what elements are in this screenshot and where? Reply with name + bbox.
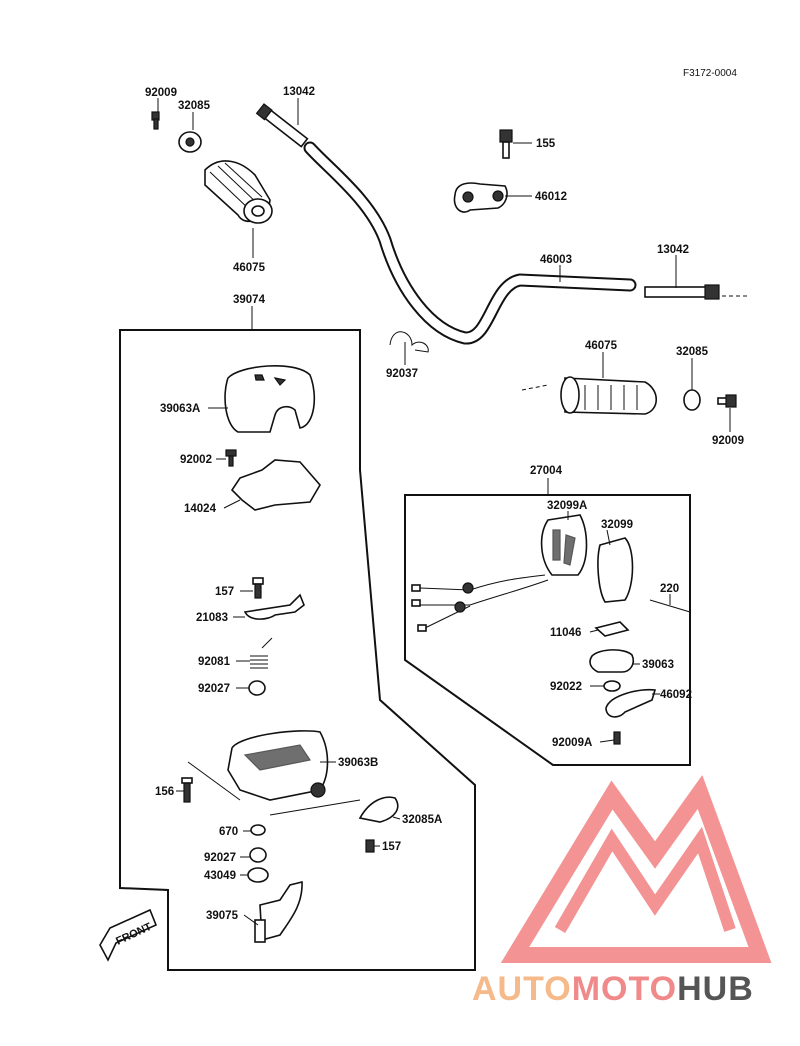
label-92002: 92002 bbox=[180, 454, 212, 466]
label-32099: 32099 bbox=[601, 519, 633, 531]
label-670: 670 bbox=[219, 826, 238, 838]
label-39063A: 39063A bbox=[160, 403, 200, 415]
switch-assembly-27004 bbox=[411, 514, 634, 632]
screw-220 bbox=[649, 599, 691, 613]
housing-39063B bbox=[227, 730, 329, 801]
label-39075: 39075 bbox=[206, 910, 239, 922]
label-32085A: 32085A bbox=[402, 814, 442, 826]
label-157-lower: 157 bbox=[382, 841, 401, 853]
watermark-logo bbox=[500, 775, 772, 963]
label-13042-left: 13042 bbox=[283, 86, 315, 98]
label-92009-top: 92009 bbox=[145, 87, 177, 99]
label-92037: 92037 bbox=[386, 368, 418, 380]
grip-left-46075 bbox=[204, 160, 273, 224]
label-39074: 39074 bbox=[233, 294, 266, 306]
lever-46092 bbox=[605, 688, 657, 718]
lever-39075 bbox=[254, 880, 303, 943]
bar-end-weight-right bbox=[644, 284, 748, 300]
watermark-auto: AUTO bbox=[472, 970, 572, 1008]
label-43049: 43049 bbox=[204, 870, 236, 882]
label-46012: 46012 bbox=[535, 191, 567, 203]
label-92027-upper: 92027 bbox=[198, 683, 230, 695]
label-27004: 27004 bbox=[530, 465, 563, 477]
handlebar bbox=[303, 141, 637, 345]
label-92027-lower: 92027 bbox=[204, 852, 236, 864]
diagram-code: F3172-0004 bbox=[683, 68, 737, 79]
screw-92009A bbox=[613, 731, 621, 745]
label-32085-right: 32085 bbox=[676, 346, 709, 358]
assembly-frame-27004 bbox=[404, 494, 691, 766]
label-39063: 39063 bbox=[642, 659, 674, 671]
watermark-text: AUTOMOTOHUB bbox=[472, 970, 754, 1008]
cap-92027-upper bbox=[248, 680, 266, 696]
label-46075-top: 46075 bbox=[233, 262, 266, 274]
watermark-hub: HUB bbox=[677, 970, 754, 1008]
label-39063B: 39063B bbox=[338, 757, 378, 769]
label-92009-right: 92009 bbox=[712, 435, 744, 447]
label-220: 220 bbox=[660, 583, 679, 595]
bar-end-weight-left bbox=[255, 103, 309, 148]
watermark-moto: MOTO bbox=[572, 970, 677, 1008]
label-13042-right: 13042 bbox=[657, 244, 689, 256]
screw-156 bbox=[181, 777, 193, 803]
label-46092: 46092 bbox=[660, 689, 692, 701]
label-46075-right: 46075 bbox=[585, 340, 618, 352]
washer-32085-right bbox=[683, 389, 701, 411]
label-46003: 46003 bbox=[540, 254, 572, 266]
label-32099A: 32099A bbox=[547, 500, 587, 512]
cap-92027-lower bbox=[249, 847, 267, 863]
grip-right-46075 bbox=[521, 376, 658, 415]
bolt-92009-top bbox=[151, 111, 160, 130]
label-32085-top: 32085 bbox=[178, 100, 211, 112]
cover-39063 bbox=[589, 649, 635, 673]
oring-670 bbox=[250, 824, 266, 836]
clamp-92037 bbox=[389, 331, 429, 353]
washer-92022 bbox=[603, 680, 621, 692]
screw-157-upper bbox=[252, 577, 264, 599]
screw-92002 bbox=[225, 449, 237, 467]
label-92081: 92081 bbox=[198, 656, 231, 668]
part-11046 bbox=[594, 621, 630, 637]
cover-39063A bbox=[224, 365, 316, 433]
label-157-upper: 157 bbox=[215, 586, 234, 598]
label-11046: 11046 bbox=[550, 627, 581, 639]
screw-157-lower bbox=[365, 839, 375, 853]
bushing-43049 bbox=[247, 867, 269, 883]
assembly-frame-39074 bbox=[119, 329, 476, 971]
label-92009A: 92009A bbox=[552, 737, 592, 749]
bolt-92009-right bbox=[717, 394, 737, 408]
bolt-155 bbox=[499, 129, 513, 159]
bracket-32085A bbox=[358, 796, 399, 823]
handlebar-holder-46012 bbox=[453, 182, 508, 213]
front-arrow bbox=[99, 908, 158, 962]
label-21083: 21083 bbox=[196, 612, 228, 624]
spring-92081 bbox=[250, 637, 273, 669]
label-14024: 14024 bbox=[184, 503, 217, 515]
contact-21083 bbox=[243, 593, 305, 620]
label-92022: 92022 bbox=[550, 681, 582, 693]
label-155: 155 bbox=[536, 138, 556, 150]
leader-lines bbox=[157, 98, 731, 926]
label-156: 156 bbox=[155, 786, 174, 798]
gasket-14024 bbox=[230, 459, 321, 511]
